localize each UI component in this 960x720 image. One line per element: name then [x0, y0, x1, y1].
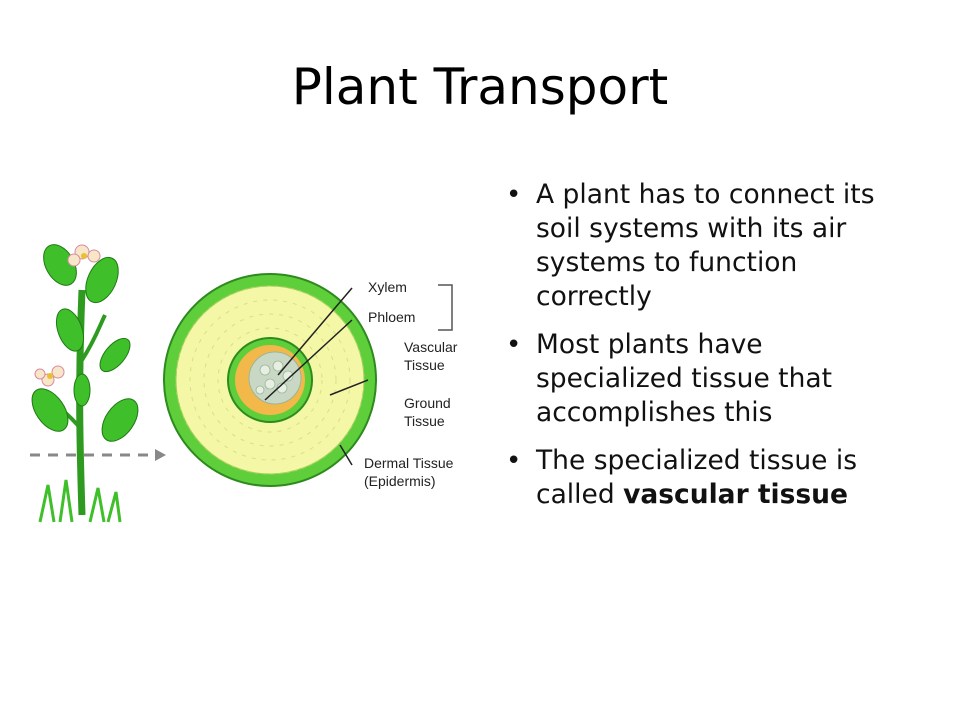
bullet-item: • The specialized tissue is called vascu…	[498, 444, 908, 512]
label-ground-1: Ground	[404, 395, 451, 411]
bullet-text: The specialized tissue is called	[536, 445, 858, 510]
slide-title: Plant Transport	[291, 58, 669, 116]
bullet-item: • Most plants have specialized tissue th…	[498, 328, 908, 430]
bullet-icon: •	[506, 180, 522, 210]
plant-illustration	[30, 244, 166, 523]
label-vascular-1: Vascular	[404, 339, 458, 355]
diagram-labels: Xylem Phloem Vascular Tissue Ground Tiss…	[364, 279, 458, 489]
label-phloem: Phloem	[368, 309, 415, 325]
label-ground-2: Tissue	[404, 413, 445, 429]
label-vascular-2: Tissue	[404, 357, 445, 373]
bullet-item: • A plant has to connect its soil system…	[498, 178, 908, 314]
label-dermal-2: (Epidermis)	[364, 473, 436, 489]
bullet-icon: •	[506, 330, 522, 360]
bullet-text: Most plants have specialized tissue that…	[536, 329, 832, 428]
bullet-icon: •	[506, 446, 522, 476]
label-xylem: Xylem	[368, 279, 407, 295]
plant-cross-section-diagram: Xylem Phloem Vascular Tissue Ground Tiss…	[30, 244, 458, 523]
bullet-list: • A plant has to connect its soil system…	[498, 178, 908, 526]
stem-cross-section	[163, 273, 453, 487]
bullet-bold-term: vascular tissue	[623, 479, 848, 510]
bullet-text: A plant has to connect its soil systems …	[536, 179, 875, 312]
label-dermal-1: Dermal Tissue	[364, 455, 454, 471]
